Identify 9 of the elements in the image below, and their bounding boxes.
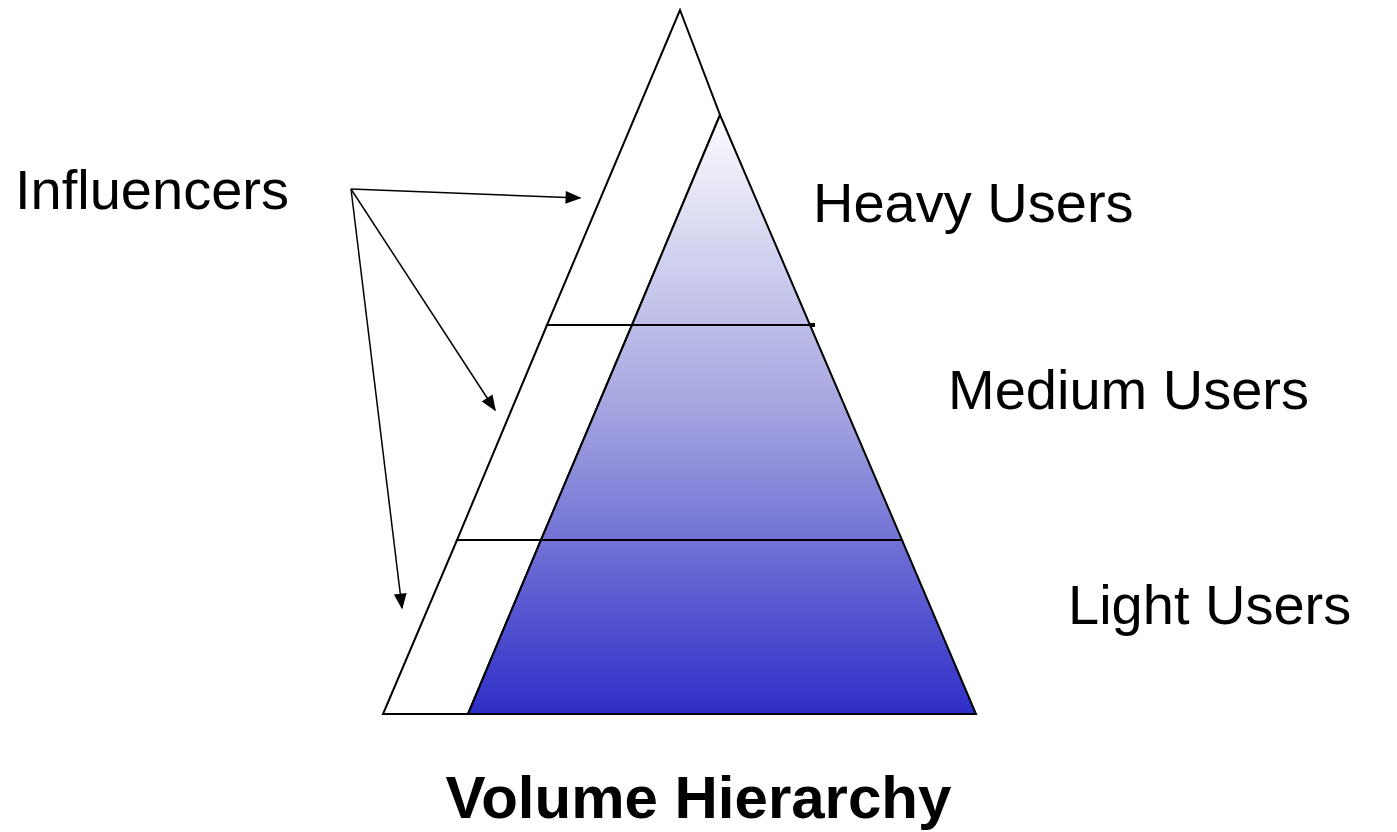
arrow	[350, 188, 496, 412]
arrow	[350, 188, 407, 610]
tier-label: Medium Users	[948, 362, 1309, 418]
arrow	[350, 188, 582, 204]
caption: Volume Hierarchy	[445, 768, 952, 828]
pyramid-band	[455, 323, 634, 542]
group-label: Influencers	[15, 162, 289, 218]
pyramid-band	[545, 8, 723, 327]
pyramid-band	[381, 538, 543, 716]
